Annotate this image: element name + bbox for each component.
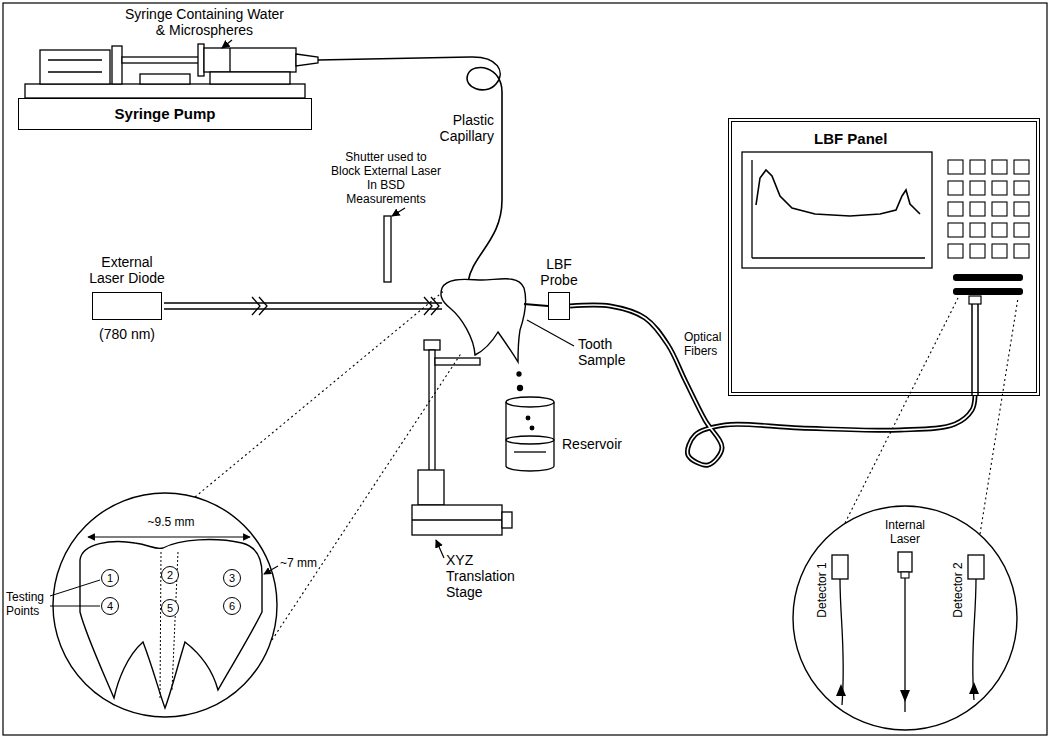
device-body — [548, 292, 570, 320]
node-label: Syringe Pump — [115, 105, 216, 123]
part-label: Syringe Containing Water & Microspheres — [122, 6, 287, 38]
part-label: Reservoir — [562, 436, 632, 452]
probe-box: LBF Probe — [537, 256, 581, 320]
testing-point: 5 — [161, 599, 179, 617]
testing-point: 3 — [223, 569, 241, 587]
lbf-panel: LBF Panel — [728, 118, 1040, 396]
node-label: LBF Panel — [814, 122, 887, 148]
probe-arm — [524, 304, 548, 306]
part-label: XYZ Translation Stage — [446, 552, 522, 600]
laser-beam — [164, 297, 442, 315]
node-label: 6 — [229, 601, 235, 612]
part-label: Internal Laser — [881, 518, 929, 546]
node-label: 1 — [107, 573, 113, 584]
optical-fiber — [570, 305, 975, 465]
plastic-capillary — [318, 57, 502, 282]
tooth-sample — [441, 279, 526, 362]
testing-point: 4 — [101, 597, 119, 615]
shutter — [384, 216, 391, 282]
node-label: 5 — [167, 603, 173, 614]
device-body — [92, 292, 162, 320]
node-label: LBF Probe — [537, 256, 581, 288]
laser-diode-box: External Laser Diode (780 nm) — [80, 254, 174, 342]
reservoir-drawing — [506, 372, 554, 471]
node-label: External Laser Diode — [85, 254, 169, 288]
testing-point: 2 — [161, 566, 179, 584]
note-label: Shutter used to Block External Laser In … — [330, 150, 442, 206]
dimension-label: ~7 mm — [280, 556, 324, 570]
part-label: Detector 1 — [815, 562, 829, 617]
testing-point: 1 — [101, 569, 119, 587]
part-label: Plastic Capillary — [430, 112, 494, 144]
fiber-core — [570, 305, 975, 465]
leader-arrow — [222, 40, 232, 48]
panel-screen — [742, 152, 932, 268]
node-label: 3 — [229, 573, 235, 584]
node-label: 4 — [107, 601, 113, 612]
part-label: Optical Fibers — [684, 330, 728, 358]
callout-label: Testing Points — [6, 590, 52, 618]
leader-line — [527, 320, 574, 346]
probe-inset — [793, 298, 1018, 730]
tooth-inset — [50, 290, 462, 717]
dimension-label: ~9.5 mm — [131, 515, 211, 529]
leader-arrow — [392, 208, 405, 216]
xyz-stage-drawing — [412, 340, 512, 535]
part-label: Detector 2 — [951, 562, 965, 617]
part-label: Tooth Sample — [578, 336, 630, 368]
leader-arrow — [436, 540, 444, 558]
figure-frame — [3, 3, 1047, 735]
syringe-pump-box: Syringe Pump — [18, 98, 312, 130]
testing-point: 6 — [223, 597, 241, 615]
node-label: 2 — [167, 570, 173, 581]
syringe-pump-drawing — [25, 44, 318, 98]
node-label: (780 nm) — [99, 326, 155, 342]
panel-buttons — [948, 160, 1029, 258]
